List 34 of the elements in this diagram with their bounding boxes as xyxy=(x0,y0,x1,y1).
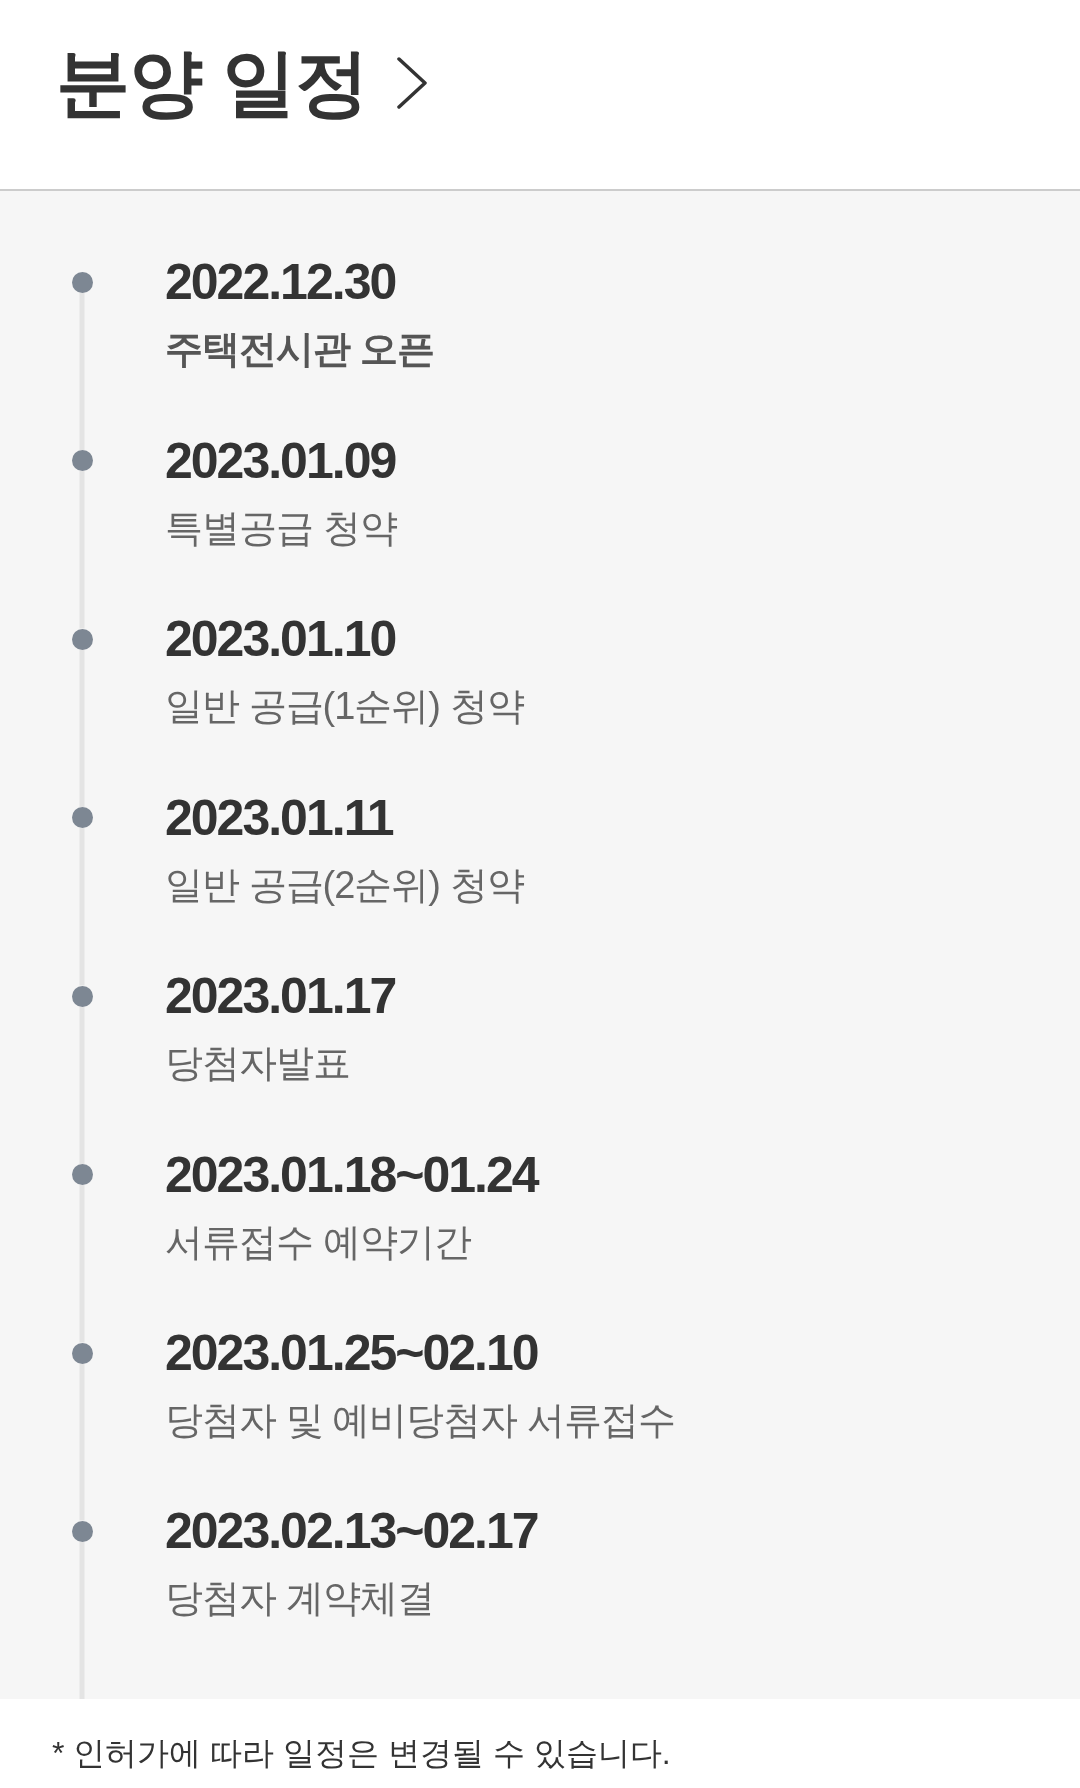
event-text: 일반 공급(1순위) 청약 xyxy=(165,684,524,729)
timeline-dot xyxy=(71,271,93,293)
event-text: 서류접수 예약기간 xyxy=(165,1219,471,1265)
timeline-dot xyxy=(71,1164,93,1185)
date-text: 2023.02.13~02.17 xyxy=(165,1502,538,1561)
event-text: 특별공급 청약 xyxy=(165,505,397,551)
timeline-line xyxy=(79,1363,85,1521)
event-text: 당첨자 계약체결 xyxy=(165,1576,434,1621)
event-text: 당첨자 및 예비당첨자 서류접수 xyxy=(165,1398,675,1443)
timeline-dot xyxy=(71,450,93,471)
event-text: 주택전시관 오픈 xyxy=(165,327,434,372)
date-text: 2023.01.17 xyxy=(165,967,396,1026)
footnote: * 인허가에 따라 일정은 변경될 수 있습니다. xyxy=(52,1734,671,1773)
timeline-line xyxy=(79,1185,85,1343)
title: 분양 일정 xyxy=(56,40,368,126)
timeline-dot xyxy=(71,1342,93,1364)
timeline-line xyxy=(79,471,85,629)
date-text: 2023.01.10 xyxy=(165,610,396,669)
date-text: 2023.01.18~01.24 xyxy=(165,1145,538,1205)
timeline-dot xyxy=(71,807,93,828)
timeline-line xyxy=(79,828,85,986)
date-text: 2023.01.09 xyxy=(165,431,396,491)
timeline-line xyxy=(79,292,85,450)
timeline-dot xyxy=(71,985,93,1007)
timeline-line xyxy=(79,1006,85,1164)
timeline-dot xyxy=(71,628,93,650)
timeline-line xyxy=(79,1541,85,1699)
date-text: 2023.01.11 xyxy=(165,788,393,848)
event-text: 일반 공급(2순위) 청약 xyxy=(165,862,524,908)
timeline-dot xyxy=(71,1520,93,1542)
date-text: 2023.01.25~02.10 xyxy=(165,1324,538,1383)
event-text: 당첨자발표 xyxy=(165,1041,350,1086)
date-text: 2022.12.30 xyxy=(165,253,396,312)
timeline-line xyxy=(79,649,85,807)
